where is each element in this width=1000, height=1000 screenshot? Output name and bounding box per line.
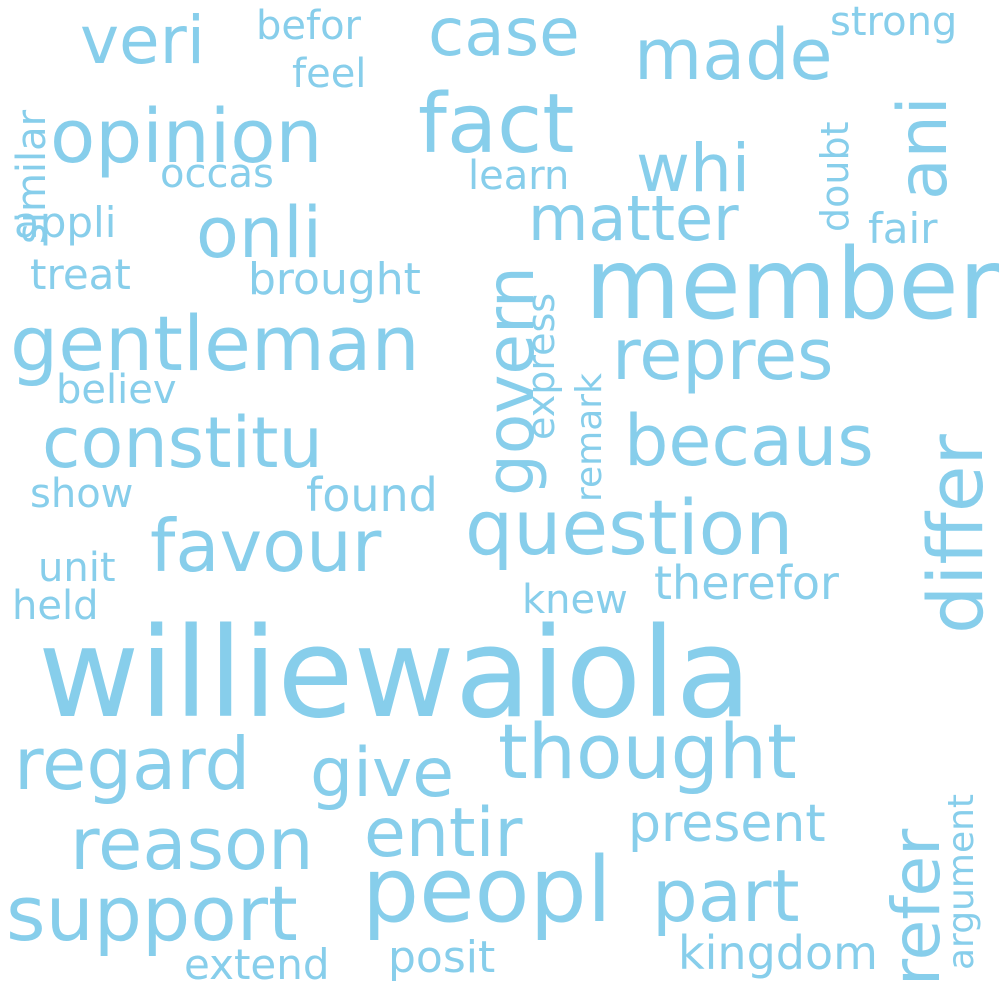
word-kingdom: kingdom	[678, 926, 878, 980]
word-becaus: becaus	[624, 400, 874, 482]
word-similar: similar	[9, 109, 55, 244]
word-knew: knew	[522, 577, 628, 623]
word-support: support	[6, 869, 298, 958]
word-reason: reason	[70, 802, 314, 886]
word-question: question	[465, 483, 794, 572]
word-favour: favour	[150, 504, 382, 588]
word-extend: extend	[184, 940, 330, 989]
word-found: found	[306, 468, 438, 522]
word-case: case	[428, 0, 580, 71]
word-differ: differ	[911, 434, 1000, 634]
word-part: part	[652, 854, 800, 938]
word-gentleman: gentleman	[10, 299, 420, 388]
word-show: show	[30, 471, 134, 517]
word-argument: argument	[941, 793, 982, 970]
word-whi: whi	[636, 130, 751, 207]
word-occas: occas	[160, 151, 274, 197]
word-strong: strong	[830, 0, 958, 45]
word-doubt: doubt	[813, 121, 857, 232]
word-posit: posit	[388, 932, 496, 983]
word-present: present	[628, 794, 826, 854]
word-held: held	[12, 583, 99, 629]
word-learn: learn	[468, 153, 570, 199]
word-member: member	[585, 228, 1000, 342]
word-feel: feel	[292, 51, 367, 97]
word-matter: matter	[528, 182, 739, 255]
word-remark: remark	[569, 373, 610, 502]
word-entir: entir	[364, 794, 523, 873]
word-ani: ani	[884, 96, 963, 200]
word-thought: thought	[498, 707, 797, 796]
word-express: express	[519, 292, 563, 440]
word-befor: befor	[256, 3, 361, 49]
word-made: made	[634, 14, 833, 96]
word-opinion: opinion	[50, 94, 323, 180]
word-peopl: peopl	[362, 838, 612, 943]
word-fact: fact	[418, 77, 575, 172]
word-treat: treat	[30, 250, 131, 299]
word-onli: onli	[196, 192, 323, 274]
word-fair: fair	[868, 204, 938, 253]
word-unit: unit	[38, 545, 116, 591]
word-veri: veri	[80, 2, 206, 79]
word-brought: brought	[248, 254, 421, 305]
word-constitu: constitu	[42, 402, 323, 484]
word-believ: believ	[56, 367, 177, 413]
word-williewaiola: williewaiola	[38, 602, 752, 746]
word-give: give	[310, 734, 455, 813]
word-regard: regard	[14, 722, 251, 806]
word-appli: appli	[14, 198, 117, 247]
word-therefor: therefor	[654, 556, 839, 610]
word-repres: repres	[612, 314, 834, 396]
